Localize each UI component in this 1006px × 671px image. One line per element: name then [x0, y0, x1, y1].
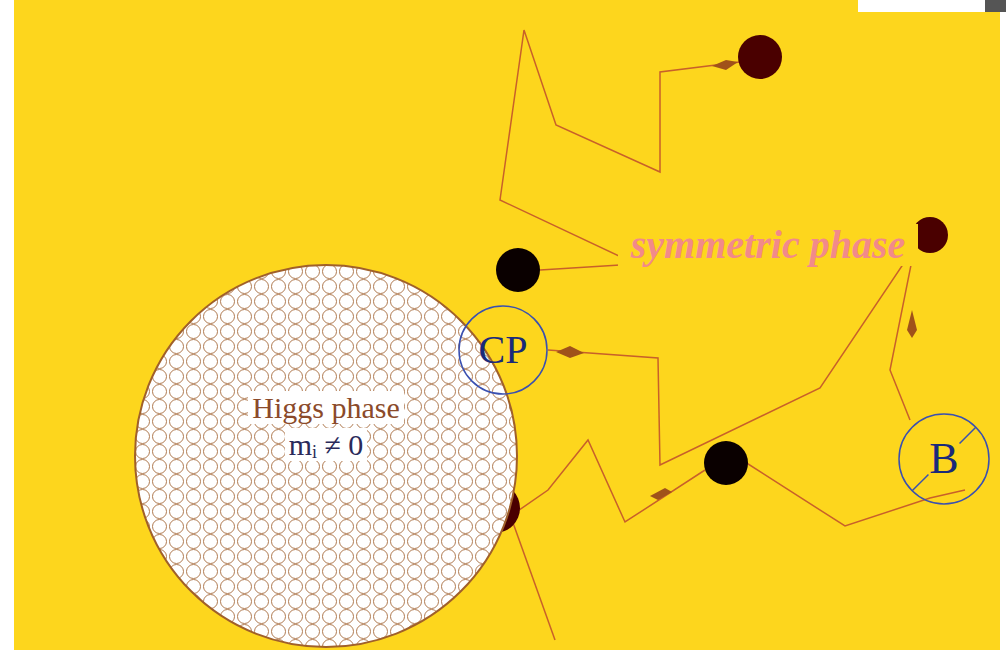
- cp-symbol: CP: [479, 328, 528, 372]
- baryon-symbol: B: [929, 435, 958, 483]
- region-label: Higgs phase: [248, 391, 403, 424]
- b-circle: B: [898, 413, 990, 505]
- higgs-bubble: Higgs phase mᵢ ≠ 0: [134, 264, 518, 648]
- particle-paths: [500, 30, 965, 640]
- mass-label: mᵢ ≠ 0: [285, 428, 368, 461]
- phase-label: symmetric phase: [618, 224, 918, 266]
- symmetric-phase-ground: [14, 0, 1000, 650]
- cp-circle: CP: [458, 305, 548, 395]
